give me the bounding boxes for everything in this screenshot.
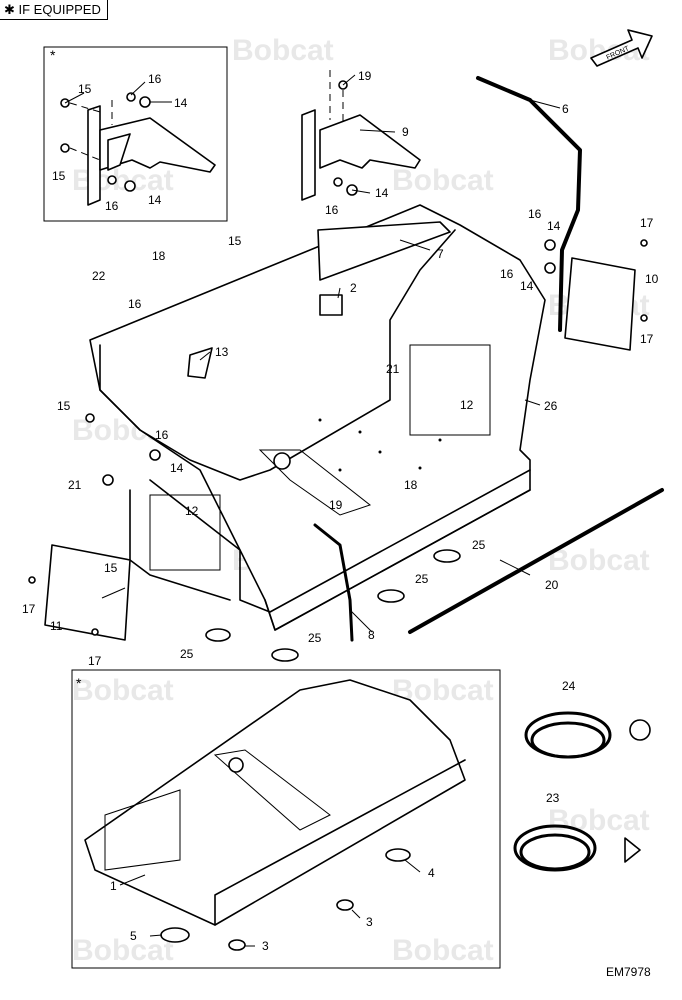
callout: 4 <box>428 866 435 880</box>
callout: 18 <box>404 478 418 492</box>
callout: 2 <box>350 281 357 295</box>
watermark: Bobcat <box>72 674 174 707</box>
right-side-parts <box>408 76 664 634</box>
upper-bracket-assembly <box>301 70 421 201</box>
callout: 3 <box>366 915 373 929</box>
callout: 15 <box>104 561 118 575</box>
callout: 24 <box>562 679 576 693</box>
callout: 25 <box>472 538 486 552</box>
watermark: Bobcat <box>392 164 494 197</box>
callout-labels: 15 16 14 15 16 14 19 9 14 16 6 15 18 22 … <box>22 69 659 953</box>
callout: 9 <box>402 125 409 139</box>
callout: 21 <box>68 478 82 492</box>
callout: 8 <box>368 628 375 642</box>
callout: 13 <box>215 345 229 359</box>
callout: 25 <box>415 572 429 586</box>
callout: 14 <box>174 96 188 110</box>
callout: 20 <box>545 578 559 592</box>
callout: 11 <box>50 619 63 633</box>
callout: 12 <box>185 504 199 518</box>
callout: 14 <box>375 186 389 200</box>
callout: 14 <box>170 461 184 475</box>
callout: 16 <box>528 207 542 221</box>
callout: 22 <box>92 269 106 283</box>
callout: 16 <box>105 199 119 213</box>
callout: 15 <box>57 399 71 413</box>
callout: 15 <box>228 234 242 248</box>
callout: 14 <box>547 219 561 233</box>
callout: 15 <box>78 82 92 96</box>
left-side-parts <box>28 413 354 642</box>
callout: 12 <box>460 398 474 412</box>
callout: 16 <box>128 297 142 311</box>
main-body-frame <box>89 204 546 631</box>
callout: 21 <box>386 362 400 376</box>
callout: 16 <box>500 267 514 281</box>
callout: 10 <box>645 272 659 286</box>
watermark: Bobcat <box>548 804 650 837</box>
callout: 19 <box>358 69 372 83</box>
callout: 16 <box>155 428 169 442</box>
if-equipped-tag: ✱ IF EQUIPPED <box>0 0 108 20</box>
callout: 15 <box>52 169 66 183</box>
callout: 5 <box>130 929 137 943</box>
callout: 16 <box>325 203 339 217</box>
callout: 26 <box>544 399 558 413</box>
watermark: Bobcat <box>232 34 334 67</box>
watermark: Bobcat <box>392 934 494 967</box>
callout: 6 <box>562 102 569 116</box>
edge-trim-coils <box>513 711 651 872</box>
figure-id: EM7978 <box>606 965 651 979</box>
inset-marker: * <box>76 675 82 691</box>
callout: 3 <box>262 939 269 953</box>
callout: 14 <box>148 193 162 207</box>
callout: 17 <box>22 602 36 616</box>
callout: 16 <box>148 72 162 86</box>
watermark: Bobcat <box>548 544 650 577</box>
callout: 23 <box>546 791 560 805</box>
callout: 25 <box>180 647 194 661</box>
callout: 18 <box>152 249 166 263</box>
callout: 14 <box>520 279 534 293</box>
inset-bracket-box: * <box>43 46 228 222</box>
grommets <box>205 549 461 662</box>
callout: 1 <box>110 879 117 893</box>
callout: 19 <box>329 498 343 512</box>
leader-lines <box>64 74 561 947</box>
callout: 7 <box>437 247 444 261</box>
callout: 17 <box>640 216 654 230</box>
callout: 17 <box>640 332 654 346</box>
callout: 17 <box>88 654 102 668</box>
inset-floor-box: * <box>71 669 501 969</box>
watermark: Bobcat <box>72 934 174 967</box>
inset-marker: * <box>50 47 56 63</box>
callout: 25 <box>308 631 322 645</box>
